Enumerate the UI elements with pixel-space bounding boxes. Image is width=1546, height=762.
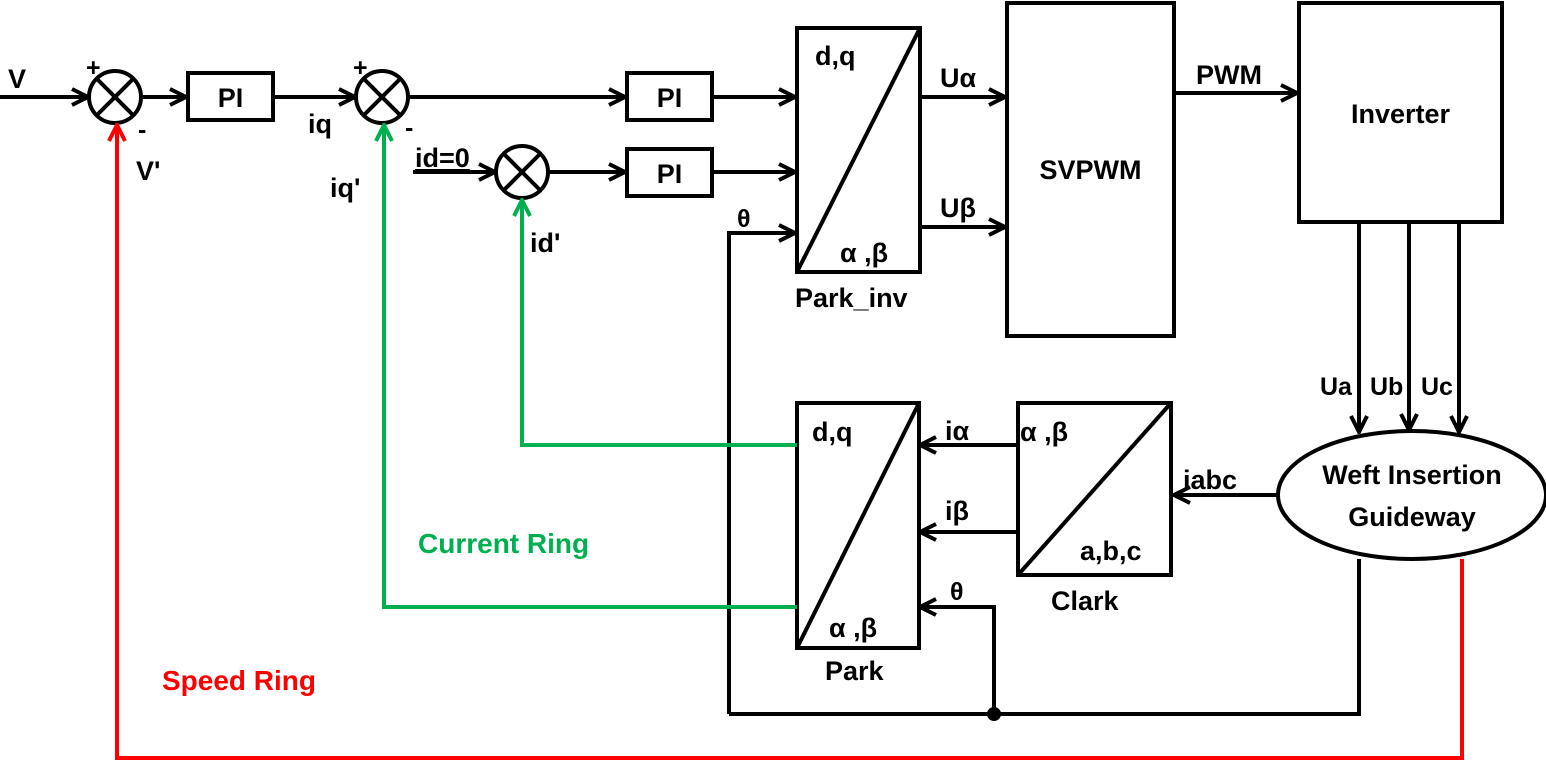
clark-caption: Clark — [1051, 586, 1120, 616]
plus-sign-speed: + — [86, 54, 101, 82]
ua-label: Ua — [1320, 373, 1353, 401]
pi-speed-block: PI — [186, 71, 275, 122]
pi-id-label: PI — [657, 159, 683, 189]
speed-feedback-wire — [117, 125, 1464, 760]
svpwm-block: SVPWM — [1005, 1, 1176, 338]
speed-ref-label: V — [8, 64, 26, 94]
ub-label: Ub — [1370, 373, 1403, 401]
plus-sign-iq: + — [353, 54, 368, 82]
i-beta-label: iβ — [945, 496, 969, 526]
sum-junction-id — [494, 144, 550, 200]
inverter-block: Inverter — [1297, 1, 1504, 224]
pi-id-block: PI — [625, 147, 714, 198]
i-alpha-label: iα — [945, 416, 970, 446]
park-bottom-label: α ,β — [829, 613, 877, 643]
iabc-label: iabc — [1183, 465, 1237, 495]
clark-bottom-label: a,b,c — [1080, 536, 1142, 566]
uc-label: Uc — [1421, 373, 1453, 401]
park-inv-top-label: d,q — [815, 41, 856, 71]
u-alpha-label: Uα — [940, 63, 976, 93]
iq-feedback-wire — [384, 125, 797, 609]
pi-speed-label: PI — [218, 83, 244, 113]
current-ring-label: Current Ring — [418, 528, 589, 559]
park-inv-caption: Park_inv — [795, 283, 908, 313]
theta-label-bottom: θ — [950, 578, 964, 606]
clark-block: α ,β a,b,c — [1016, 401, 1173, 577]
svpwm-label: SVPWM — [1039, 155, 1141, 185]
theta-label-top: θ — [737, 205, 751, 233]
id-feedback-wire — [522, 200, 797, 447]
sum-junction-iq — [354, 69, 410, 125]
pi-iq-label: PI — [657, 83, 683, 113]
id-feedback-label: id' — [530, 228, 560, 258]
u-beta-label: Uβ — [940, 193, 976, 223]
guideway-block: Weft Insertion Guideway — [1276, 429, 1546, 561]
theta-wire-park-inv — [727, 233, 795, 714]
theta-wire-park — [920, 607, 996, 714]
guideway-label-line2: Guideway — [1348, 502, 1476, 532]
speed-ring-label: Speed Ring — [162, 665, 316, 696]
iq-feedback-label: iq' — [330, 173, 360, 203]
minus-sign-iq: - — [405, 114, 413, 142]
park-inv-bottom-label: α ,β — [840, 238, 888, 268]
junction-dot — [987, 707, 1001, 721]
pwm-label: PWM — [1196, 60, 1262, 90]
park-inv-block: d,q α ,β — [795, 26, 922, 274]
pi-iq-block: PI — [625, 71, 714, 122]
park-block: d,q α ,β — [795, 401, 921, 650]
park-top-label: d,q — [812, 417, 853, 447]
guideway-label-line1: Weft Insertion — [1322, 460, 1502, 490]
inverter-label: Inverter — [1351, 99, 1451, 129]
clark-top-label: α ,β — [1020, 417, 1068, 447]
position-feedback-wire — [729, 559, 1361, 716]
speed-feedback-label: V' — [136, 156, 160, 186]
iq-ref-label: iq — [308, 109, 332, 139]
park-caption: Park — [825, 656, 885, 686]
minus-sign-speed: - — [138, 116, 146, 144]
id-ref-label: id=0 — [415, 143, 470, 173]
